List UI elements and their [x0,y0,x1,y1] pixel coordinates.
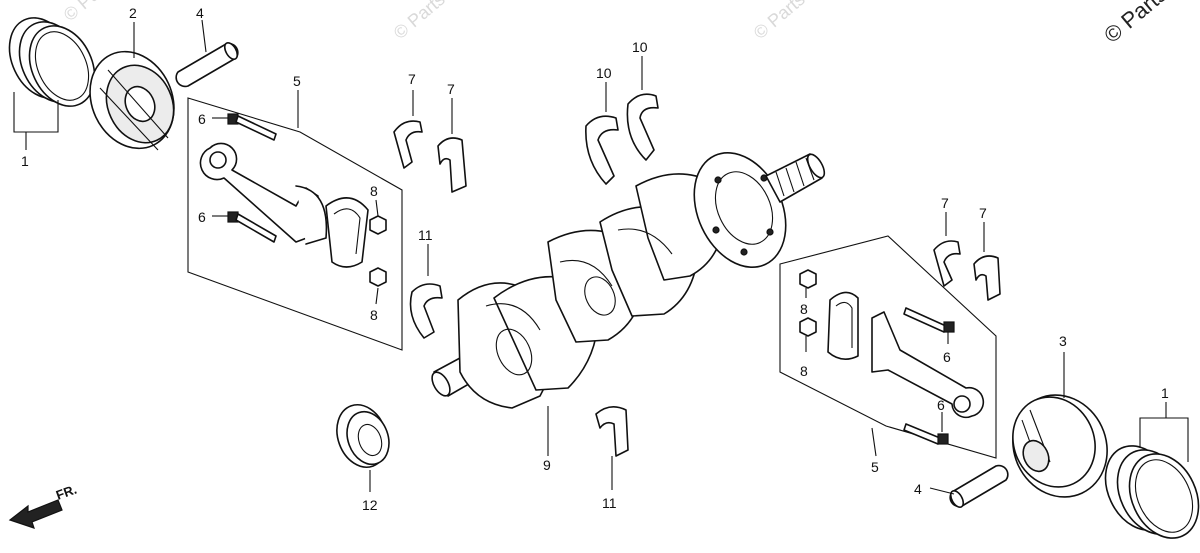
callout-7-a: 7 [408,71,416,87]
callout-5-right: 5 [871,459,879,475]
bearing-11-left [409,283,443,339]
bearing-7-a [393,120,423,169]
piston-rings-left [8,17,96,107]
bearing-11-bottom [595,406,629,457]
callout-11-left: 11 [418,227,433,243]
watermark-faint-2: © Parts [390,0,449,43]
callout-6-left-bottom: 6 [198,209,206,225]
callout-3: 3 [1059,333,1067,349]
callout-9: 9 [543,457,551,473]
callout-12: 12 [362,497,378,513]
callout-5-left: 5 [293,73,301,89]
piston-right [1012,394,1108,498]
callout-8-left-top: 8 [370,183,378,199]
leader-1-right [1139,417,1189,462]
watermark-faint-3: © Parts [750,0,809,43]
callout-7-d: 7 [979,205,987,221]
conrod-group-box-left [187,97,403,351]
callout-6-right-top: 6 [943,349,951,365]
bearing-7-b [437,137,467,193]
callout-6-left-top: 6 [198,111,206,127]
oil-seal [336,404,390,468]
watermark-main: © Parts [1099,0,1172,48]
connecting-rod-left [199,142,328,245]
conrod-nut-right-bottom [799,317,817,337]
crankshaft [431,151,826,409]
callout-4-bottom: 4 [914,481,922,497]
callout-2: 2 [129,5,137,21]
leader-1-left [13,92,59,133]
bearing-7-d [973,255,1001,301]
conrod-nut-left-top [369,215,387,235]
callout-10-b: 10 [632,39,648,55]
callout-4-top: 4 [196,5,204,21]
conrod-bolt-left-top [227,113,277,141]
thrust-bearing-10-a [585,115,619,185]
callout-6-right-bottom: 6 [937,397,945,413]
callout-7-b: 7 [447,81,455,97]
bearing-7-c [933,240,961,287]
front-label: FR. [54,482,79,503]
arrow-left-icon [8,499,63,529]
callout-11-bottom: 11 [602,495,617,511]
callout-7-c: 7 [941,195,949,211]
conrod-nut-left-bottom [369,267,387,287]
callout-1-left: 1 [21,153,29,169]
piston-pin-left [175,42,239,88]
connecting-rod-right [871,311,985,419]
conrod-nut-right-top [799,269,817,289]
thrust-bearing-10-b [626,93,659,161]
callout-8-left-bottom: 8 [370,307,378,323]
callout-10-a: 10 [596,65,612,81]
callout-8-right-bottom: 8 [800,363,808,379]
callout-1-right: 1 [1161,385,1169,401]
conrod-cap-left [325,197,369,268]
piston-left [89,50,175,151]
piston-rings-right [1104,445,1200,539]
callout-8-right-top: 8 [800,301,808,317]
front-direction-marker: FR. [8,482,79,529]
piston-pin-right [949,464,1009,508]
conrod-group-box-right [779,235,997,459]
conrod-bolt-right-top [903,307,955,333]
conrod-bolt-left-bottom [227,211,277,243]
conrod-cap-right [827,291,859,360]
watermark-faint-1: © Parts [60,0,119,25]
conrod-bolt-right-bottom [903,423,949,445]
